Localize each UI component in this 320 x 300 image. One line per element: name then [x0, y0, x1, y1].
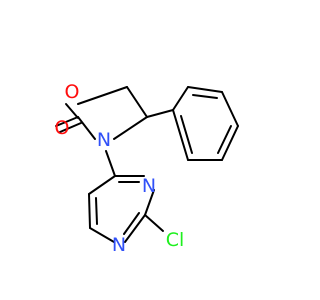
bond-pyr-n3-c2: [144, 189, 155, 216]
bond-c4-phenyl: [146, 109, 174, 118]
bond-c2-o-carbonyl-2: [59, 122, 82, 133]
bond-pyr-c2-n1: [124, 214, 146, 243]
nitrogen-oxazolidinone-label: N: [97, 129, 111, 151]
bond-n3-pyrimidine: [105, 150, 116, 177]
bond-c4-n3: [113, 116, 148, 140]
bond-ph-2: [187, 86, 223, 93]
bond-pyr-c5-c4: [88, 175, 116, 195]
bond-c2-cl: [144, 214, 164, 232]
bond-ph-6: [172, 109, 189, 161]
bond-n3-c2: [77, 116, 96, 140]
bond-ph-inner-1: [192, 94, 218, 99]
bond-c2-o-carbonyl-1: [55, 116, 79, 127]
bonds: [55, 86, 239, 243]
bond-pyr-inner-c2-n1: [123, 212, 140, 235]
bond-pyr-n1-c6: [89, 227, 115, 243]
bond-ph-1: [172, 86, 189, 111]
molecule-structure: O O N N N Cl: [55, 81, 239, 256]
nitrogen-pyrimidine-lower-label: N: [112, 234, 126, 256]
bond-o1-c5: [77, 86, 128, 105]
bond-ph-inner-2: [217, 125, 232, 154]
bond-pyr-c6-c5: [88, 193, 91, 229]
atom-labels: O O N N N Cl: [55, 81, 185, 256]
nitrogen-pyrimidine-upper-label: N: [142, 175, 156, 197]
bond-c2-o1: [65, 103, 79, 119]
bond-ph-4: [221, 125, 239, 161]
oxygen-ring-label: O: [65, 81, 80, 103]
bond-pyr-inner-c6-c5: [95, 197, 98, 225]
bond-c5-c4: [126, 86, 148, 118]
bond-ph-3: [221, 91, 239, 127]
bond-ph-inner-3: [180, 115, 193, 154]
oxygen-carbonyl-label: O: [55, 117, 70, 139]
chlorine-label: Cl: [166, 229, 185, 251]
